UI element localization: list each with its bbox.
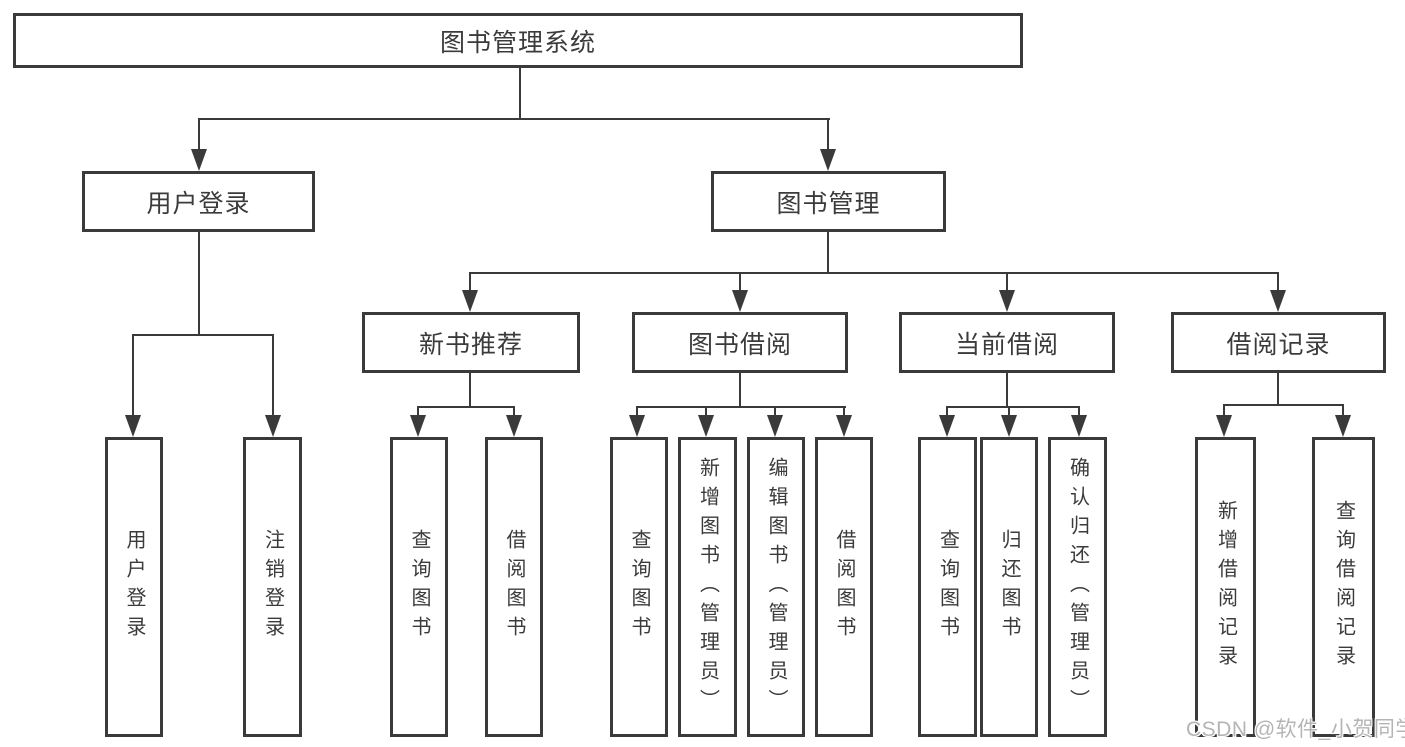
- arrow-down-icon: [1071, 415, 1087, 437]
- connector-stem-logout: [272, 334, 274, 418]
- connector-stem: [843, 406, 845, 417]
- leaf-borrow-book-2: 借阅图书: [815, 437, 873, 737]
- connector-stem-borrow: [739, 272, 741, 292]
- connector-stem: [636, 406, 638, 417]
- arrow-down-icon: [939, 415, 955, 437]
- connector-stem: [1223, 404, 1225, 417]
- connector-borrow-horizontal: [636, 406, 846, 408]
- connector-stem-records: [1277, 272, 1279, 292]
- node-new-book-recommend: 新书推荐: [362, 312, 580, 373]
- node-user-login: 用户登录: [82, 171, 315, 232]
- connector-root-horizontal: [198, 118, 830, 120]
- connector-stem-current: [1006, 272, 1008, 292]
- arrow-down-icon: [410, 415, 426, 437]
- arrow-down-icon: [462, 290, 478, 312]
- connector-stem: [946, 406, 948, 417]
- node-book-borrow: 图书借阅: [632, 312, 848, 373]
- arrow-down-icon: [767, 415, 783, 437]
- leaf-logout: 注销登录: [243, 437, 302, 737]
- connector-stem: [1342, 404, 1344, 417]
- arrow-down-icon: [1270, 290, 1286, 312]
- connector-stem: [705, 406, 707, 417]
- arrow-down-icon: [836, 415, 852, 437]
- leaf-add-book-admin: 新增图书（管理员）: [678, 437, 737, 737]
- arrow-down-icon: [732, 290, 748, 312]
- arrow-down-icon: [191, 149, 207, 171]
- connector-stem: [1008, 406, 1010, 417]
- connector-root-vertical: [519, 68, 521, 120]
- arrow-down-icon: [506, 415, 522, 437]
- arrow-down-icon: [1216, 415, 1232, 437]
- leaf-user-login: 用户登录: [105, 437, 163, 737]
- leaf-query-book-3: 查询图书: [918, 437, 977, 737]
- connector-userlogin-horizontal: [132, 334, 274, 336]
- leaf-query-book-2: 查询图书: [610, 437, 668, 737]
- connector-stem: [1078, 406, 1080, 417]
- connector-stem-newbook: [469, 272, 471, 292]
- arrow-down-icon: [999, 290, 1015, 312]
- connector-stem: [774, 406, 776, 417]
- leaf-return-book: 归还图书: [980, 437, 1038, 737]
- node-borrow-records: 借阅记录: [1171, 312, 1386, 373]
- connector-stem: [513, 406, 515, 417]
- arrow-down-icon: [698, 415, 714, 437]
- arrow-down-icon: [1335, 415, 1351, 437]
- connector-current-horizontal: [946, 406, 1080, 408]
- arrow-down-icon: [265, 415, 281, 437]
- arrow-down-icon: [125, 415, 141, 437]
- leaf-add-borrow-record: 新增借阅记录: [1195, 437, 1256, 737]
- connector-userlogin-vertical: [198, 232, 200, 336]
- connector-bookmgmt-vertical: [827, 232, 829, 274]
- arrow-down-icon: [820, 149, 836, 171]
- root-node-library-system: 图书管理系统: [13, 13, 1023, 68]
- connector-stem-user-login: [198, 118, 200, 151]
- connector-stem: [417, 406, 419, 417]
- leaf-query-book-1: 查询图书: [390, 437, 448, 737]
- leaf-query-borrow-record: 查询借阅记录: [1312, 437, 1375, 737]
- leaf-edit-book-admin: 编辑图书（管理员）: [747, 437, 805, 737]
- arrow-down-icon: [1001, 415, 1017, 437]
- connector-records-horizontal: [1223, 404, 1344, 406]
- leaf-confirm-return-admin: 确认归还（管理员）: [1048, 437, 1107, 737]
- node-book-mgmt: 图书管理: [711, 171, 946, 232]
- connector-newbook-horizontal: [417, 406, 515, 408]
- connector-stem-login: [132, 334, 134, 418]
- connector-current-vertical: [1006, 373, 1008, 408]
- connector-borrow-vertical: [739, 373, 741, 408]
- csdn-watermark: CSDN @软件_小贺同学: [1186, 718, 1405, 741]
- connector-records-vertical: [1277, 373, 1279, 406]
- connector-bookmgmt-horizontal: [469, 272, 1279, 274]
- node-current-borrow: 当前借阅: [899, 312, 1115, 373]
- arrow-down-icon: [629, 415, 645, 437]
- connector-stem-book-mgmt: [827, 118, 829, 151]
- leaf-borrow-book-1: 借阅图书: [485, 437, 543, 737]
- connector-newbook-vertical: [469, 373, 471, 408]
